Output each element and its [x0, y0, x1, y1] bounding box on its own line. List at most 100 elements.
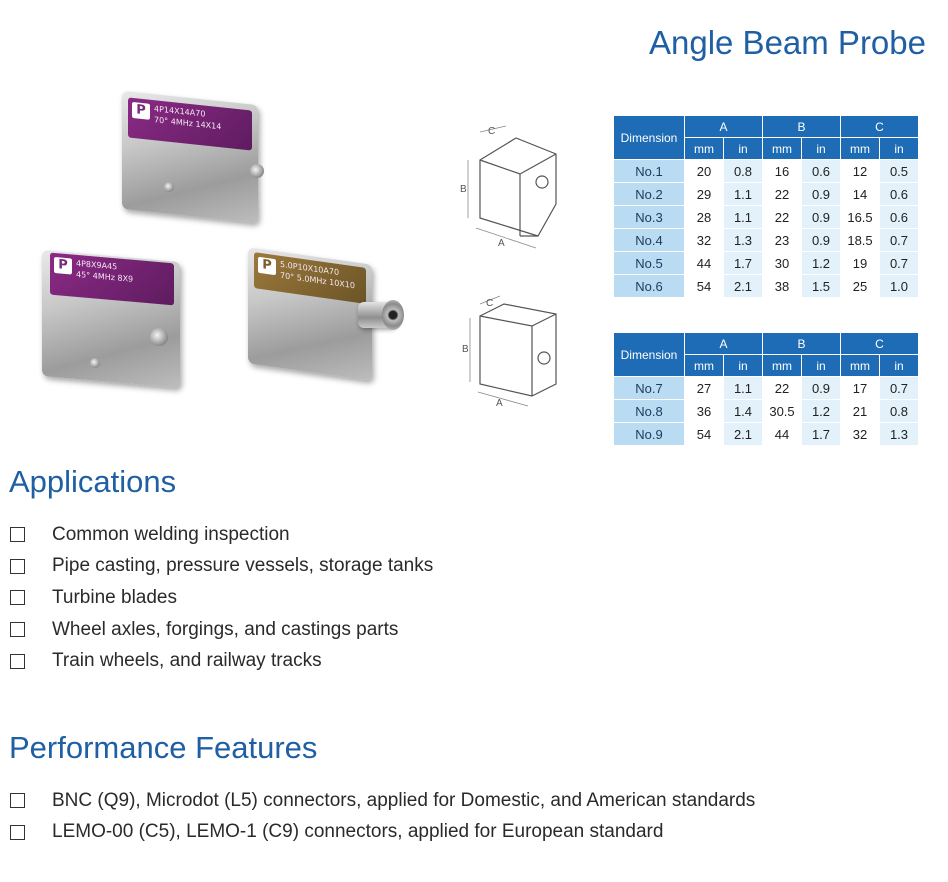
bnc-connector-end-icon — [382, 300, 404, 330]
dimension-header: Dimension — [614, 116, 684, 159]
list-item-text: Common welding inspection — [52, 523, 290, 545]
table-cell: 32 — [841, 423, 879, 445]
dim-label-c: C — [488, 126, 495, 137]
list-item-text: LEMO-00 (C5), LEMO-1 (C9) connectors, ap… — [52, 821, 664, 843]
dim-label-c: C — [486, 298, 493, 309]
list-item: Wheel axles, forgings, and castings part… — [10, 614, 433, 646]
table-cell: 30.5 — [763, 400, 801, 422]
unit-header: in — [724, 355, 762, 376]
connector-icon — [150, 328, 168, 346]
table-cell: 27 — [685, 377, 723, 399]
table-cell: 1.1 — [724, 206, 762, 228]
unit-header: in — [724, 138, 762, 159]
table-cell: 1.3 — [880, 423, 918, 445]
table-cell: 0.6 — [880, 206, 918, 228]
table-cell: 54 — [685, 275, 723, 297]
table-cell: 0.8 — [724, 160, 762, 182]
table-cell: 2.1 — [724, 275, 762, 297]
unit-header: mm — [763, 355, 801, 376]
list-item-text: BNC (Q9), Microdot (L5) connectors, appl… — [52, 789, 756, 811]
unit-header: in — [802, 138, 840, 159]
list-item-text: Turbine blades — [52, 586, 177, 608]
table-cell: 0.9 — [802, 183, 840, 205]
unit-header: mm — [763, 138, 801, 159]
table-cell: 0.7 — [880, 229, 918, 251]
brand-logo-icon: P — [258, 256, 276, 276]
checkbox-icon — [10, 653, 25, 669]
table-cell: 1.7 — [724, 252, 762, 274]
box-probe-drawing: B C A — [462, 295, 557, 409]
table-cell: 1.1 — [724, 183, 762, 205]
row-label: No.5 — [614, 252, 684, 274]
group-header-a: A — [685, 116, 762, 137]
screw-icon — [90, 358, 100, 368]
table-cell: 1.0 — [880, 275, 918, 297]
unit-header: mm — [841, 138, 879, 159]
table-cell: 0.9 — [802, 377, 840, 399]
table-cell: 0.6 — [880, 183, 918, 205]
checkbox-icon — [10, 558, 25, 574]
unit-header: in — [880, 138, 918, 159]
table-cell: 0.8 — [880, 400, 918, 422]
table-cell: 1.2 — [802, 400, 840, 422]
table-cell: 0.5 — [880, 160, 918, 182]
table-cell: 38 — [763, 275, 801, 297]
table-cell: 44 — [763, 423, 801, 445]
screw-icon — [250, 164, 264, 178]
table-cell: 2.1 — [724, 423, 762, 445]
probe-photo-large: P 4P14X14A70 70° 4MHz 14X14 — [118, 90, 268, 224]
table-cell: 1.3 — [724, 229, 762, 251]
table-cell: 54 — [685, 423, 723, 445]
row-label: No.9 — [614, 423, 684, 445]
dim-label-a: A — [496, 398, 503, 409]
group-header-c: C — [841, 116, 918, 137]
list-item: Pipe casting, pressure vessels, storage … — [10, 551, 433, 583]
dimension-header: Dimension — [614, 333, 684, 376]
table-cell: 1.7 — [802, 423, 840, 445]
brand-logo-icon: P — [132, 101, 150, 120]
page-title: Angle Beam Probe — [648, 24, 926, 61]
table-cell: 36 — [685, 400, 723, 422]
features-heading: Performance Features — [9, 730, 318, 765]
unit-header: mm — [685, 138, 723, 159]
table-cell: 22 — [763, 377, 801, 399]
unit-header: mm — [841, 355, 879, 376]
table-cell: 30 — [763, 252, 801, 274]
unit-header: mm — [685, 355, 723, 376]
table-cell: 0.9 — [802, 229, 840, 251]
probe-photo-bnc: P 5.0P10X10A70 70° 5.0MHz 10X10 — [246, 247, 406, 381]
table-cell: 0.6 — [802, 160, 840, 182]
table-cell: 12 — [841, 160, 879, 182]
unit-header: in — [880, 355, 918, 376]
probe-photo-small: P 4P8X9A45 45° 4MHz 8X9 — [38, 249, 188, 389]
checkbox-icon — [10, 527, 25, 543]
table-cell: 20 — [685, 160, 723, 182]
table-cell: 25 — [841, 275, 879, 297]
table-cell: 22 — [763, 183, 801, 205]
table-cell: 18.5 — [841, 229, 879, 251]
table-cell: 29 — [685, 183, 723, 205]
table-cell: 0.7 — [880, 377, 918, 399]
checkbox-icon — [10, 824, 25, 840]
row-label: No.3 — [614, 206, 684, 228]
row-label: No.2 — [614, 183, 684, 205]
checkbox-icon — [10, 590, 25, 606]
table-cell: 22 — [763, 206, 801, 228]
list-item-text: Pipe casting, pressure vessels, storage … — [52, 555, 434, 577]
table-cell: 1.2 — [802, 252, 840, 274]
dim-label-b: B — [460, 184, 467, 195]
unit-header: in — [802, 355, 840, 376]
list-item: LEMO-00 (C5), LEMO-1 (C9) connectors, ap… — [10, 817, 755, 849]
row-label: No.7 — [614, 377, 684, 399]
row-label: No.1 — [614, 160, 684, 182]
table-cell: 28 — [685, 206, 723, 228]
table-cell: 0.7 — [880, 252, 918, 274]
group-header-b: B — [763, 116, 840, 137]
